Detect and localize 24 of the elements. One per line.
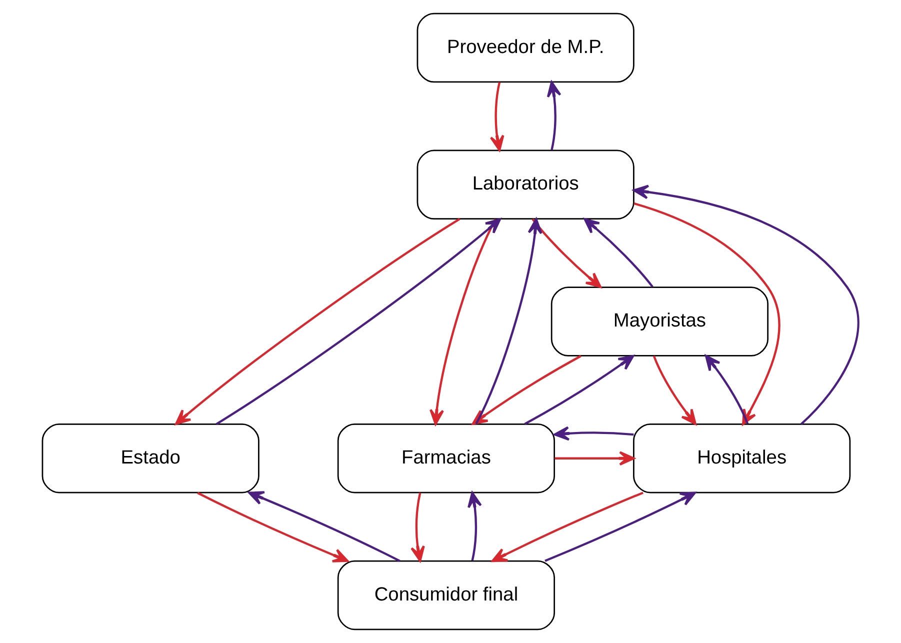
- arrow: [475, 218, 542, 424]
- arrow: [546, 81, 562, 150]
- arrow: [554, 451, 635, 466]
- arrow: [705, 354, 749, 424]
- arrow: [524, 354, 634, 425]
- node-box: Laboratorios: [416, 150, 634, 220]
- arrow: [490, 82, 504, 152]
- arrow: [248, 491, 400, 562]
- arrow: [197, 492, 348, 562]
- arrow: [584, 218, 654, 288]
- node-box: Consumidor final: [337, 560, 556, 630]
- arrow: [175, 218, 460, 425]
- arrow: [544, 492, 696, 562]
- arrow: [652, 356, 696, 425]
- arrow: [468, 492, 482, 561]
- arrow: [410, 492, 425, 562]
- node-box: Farmacias: [337, 423, 556, 494]
- arrow: [492, 492, 644, 562]
- node-box: Proveedor de M.P.: [416, 12, 634, 83]
- node-box: Estado: [42, 423, 260, 494]
- node-box: Hospitales: [633, 423, 851, 494]
- arrow: [532, 218, 602, 288]
- arrow: [554, 426, 634, 441]
- node-box: Mayoristas: [550, 286, 769, 356]
